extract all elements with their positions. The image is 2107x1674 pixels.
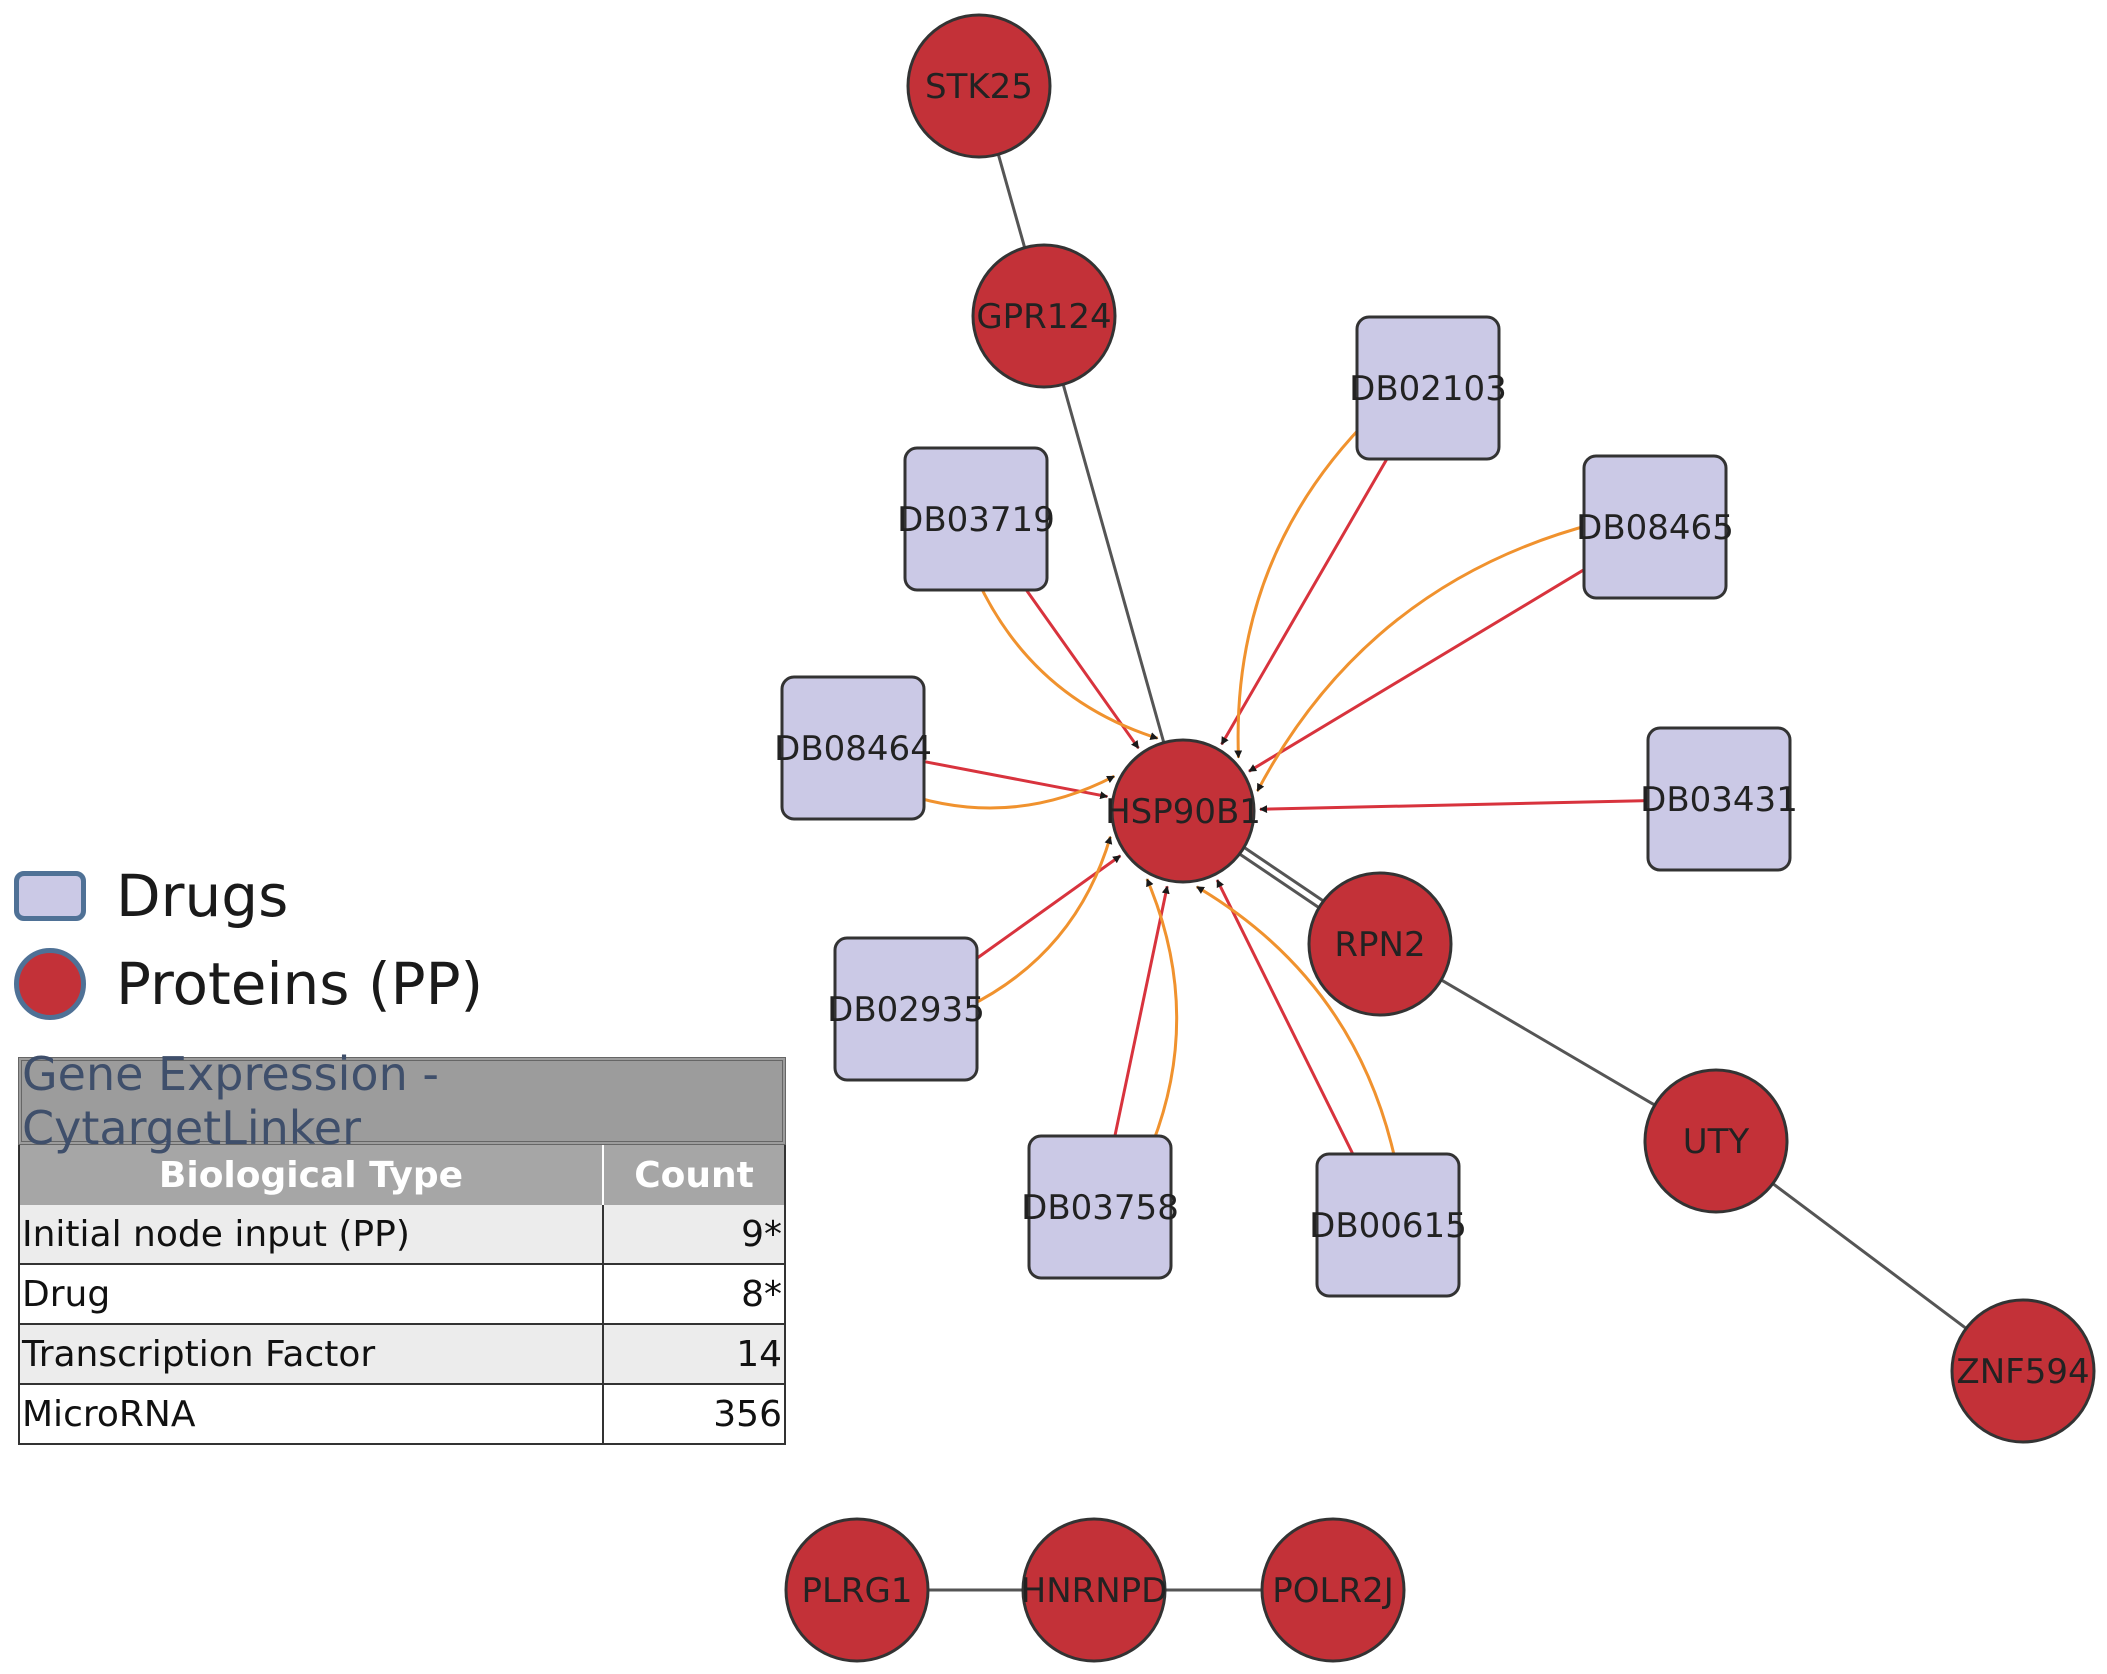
drug-target-curve-edge (1256, 522, 1596, 792)
node-label: DB00615 (1309, 1206, 1467, 1246)
legend-item-drugs: Drugs (14, 852, 534, 940)
legend: Drugs Proteins (PP) (14, 852, 534, 1028)
node-label: PLRG1 (801, 1571, 912, 1611)
table-row: MicroRNA 356 (19, 1384, 785, 1445)
stats-title: Gene Expression - CytargetLinker (18, 1047, 786, 1155)
protein-node-znf594[interactable]: ZNF594 (1950, 1298, 2096, 1444)
protein-node-gpr124[interactable]: GPR124 (971, 243, 1117, 389)
node-label: DB03431 (1640, 780, 1798, 820)
table-row: Transcription Factor 14 (19, 1324, 785, 1385)
node-label: DB08464 (774, 729, 932, 769)
row-type: MicroRNA (19, 1384, 604, 1445)
header-biological-type: Biological Type (19, 1145, 604, 1205)
drug-target-edge (923, 760, 1109, 800)
protein-node-hnrnpd[interactable]: HNRNPD (1021, 1517, 1168, 1663)
stats-panel: Gene Expression - CytargetLinker Biologi… (18, 1047, 786, 1445)
drug-square-icon (14, 871, 86, 921)
interaction-edge (996, 153, 1027, 249)
protein-circle (1950, 1298, 2096, 1444)
protein-circle (1110, 738, 1256, 884)
node-label: DB02935 (827, 990, 985, 1030)
node-label: DB08465 (1576, 508, 1734, 548)
node-label: DB03719 (897, 500, 1055, 540)
drug-square (1355, 315, 1501, 461)
protein-circle (1643, 1068, 1789, 1214)
drug-target-curve-edge (1196, 885, 1398, 1166)
interaction-edge (1771, 1182, 1968, 1330)
protein-node-polr2j[interactable]: POLR2J (1260, 1517, 1406, 1663)
protein-circle-icon (14, 948, 86, 1020)
node-label: DB03758 (1021, 1188, 1179, 1228)
node-label: STK25 (925, 67, 1033, 107)
drug-node-db03758[interactable]: DB03758 (1021, 1134, 1179, 1280)
protein-circle (906, 13, 1052, 159)
node-label: GPR124 (976, 297, 1111, 337)
drug-square (780, 675, 926, 821)
drug-target-curve-edge (975, 578, 1159, 740)
drug-square (903, 446, 1049, 592)
drug-node-db02935[interactable]: DB02935 (827, 936, 985, 1082)
drug-target-curve-edge (1141, 878, 1179, 1167)
row-count: 356 (603, 1384, 785, 1445)
header-count: Count (603, 1145, 785, 1205)
drug-square (833, 936, 979, 1082)
node-label: DB02103 (1349, 369, 1507, 409)
stats-header-row: Biological Type Count (19, 1145, 785, 1205)
legend-proteins-label: Proteins (PP) (116, 950, 484, 1018)
drug-target-curve-edge (1234, 412, 1375, 759)
drug-target-edge (1025, 589, 1140, 750)
drug-square (1582, 454, 1728, 600)
node-label: UTY (1683, 1122, 1750, 1162)
drug-node-db00615[interactable]: DB00615 (1309, 1152, 1467, 1298)
protein-circle (784, 1517, 930, 1663)
drug-node-db03431[interactable]: DB03431 (1640, 726, 1798, 872)
drug-node-db03719[interactable]: DB03719 (897, 446, 1055, 592)
protein-node-rpn2[interactable]: RPN2 (1307, 871, 1453, 1017)
node-label: HSP90B1 (1105, 792, 1261, 832)
node-label: POLR2J (1272, 1571, 1394, 1611)
row-count: 9* (603, 1205, 785, 1265)
drug-square (1027, 1134, 1173, 1280)
drug-target-curve-edge (965, 835, 1113, 1010)
protein-circle (971, 243, 1117, 389)
node-label: RPN2 (1334, 925, 1425, 965)
legend-drugs-label: Drugs (116, 862, 289, 930)
table-row: Drug 8* (19, 1264, 785, 1325)
protein-circle (1021, 1517, 1167, 1663)
interaction-edge (1243, 846, 1325, 903)
row-type: Drug (19, 1264, 604, 1325)
drug-target-edge (1215, 879, 1355, 1155)
drug-square (1646, 726, 1792, 872)
drug-square (1315, 1152, 1461, 1298)
row-count: 14 (603, 1324, 785, 1385)
drug-target-edge (1113, 885, 1170, 1137)
drug-node-db08464[interactable]: DB08464 (774, 675, 932, 821)
row-type: Transcription Factor (19, 1324, 604, 1385)
protein-node-hsp90b1[interactable]: HSP90B1 (1105, 738, 1261, 884)
protein-circle (1307, 871, 1453, 1017)
interaction-edge (1440, 978, 1656, 1107)
protein-node-plrg1[interactable]: PLRG1 (784, 1517, 930, 1663)
node-label: ZNF594 (1956, 1352, 2089, 1392)
protein-node-stk25[interactable]: STK25 (906, 13, 1052, 159)
interaction-edge (1061, 383, 1166, 744)
drug-target-curve-edge (894, 774, 1116, 810)
drug-node-db08465[interactable]: DB08465 (1576, 454, 1734, 600)
interaction-edge (1238, 852, 1320, 909)
drug-target-edge (1248, 568, 1585, 773)
stats-table: Biological Type Count Initial node input… (18, 1145, 786, 1445)
row-type: Initial node input (PP) (19, 1205, 604, 1265)
legend-item-proteins: Proteins (PP) (14, 940, 534, 1028)
protein-node-uty[interactable]: UTY (1643, 1068, 1789, 1214)
edges-layer (894, 153, 1968, 1592)
node-label: HNRNPD (1021, 1571, 1168, 1611)
protein-circle (1260, 1517, 1406, 1663)
drug-node-db02103[interactable]: DB02103 (1349, 315, 1507, 461)
row-count: 8* (603, 1264, 785, 1325)
drug-target-edge (1220, 458, 1389, 746)
table-row: Initial node input (PP) 9* (19, 1205, 785, 1265)
drug-target-edge (1259, 799, 1649, 814)
